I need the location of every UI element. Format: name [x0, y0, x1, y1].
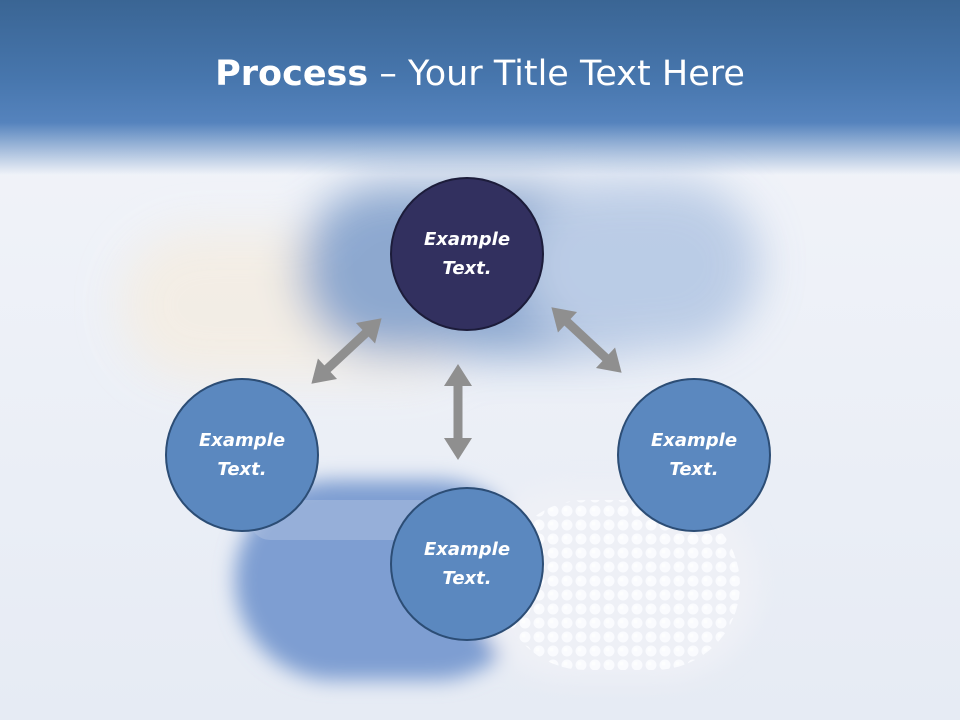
title-banner	[0, 0, 960, 175]
slide-title: Process – Your Title Text Here	[0, 48, 960, 100]
title-bold-part: Process	[215, 54, 369, 94]
title-rest: Your Title Text Here	[407, 54, 745, 94]
title-separator: –	[368, 54, 408, 94]
